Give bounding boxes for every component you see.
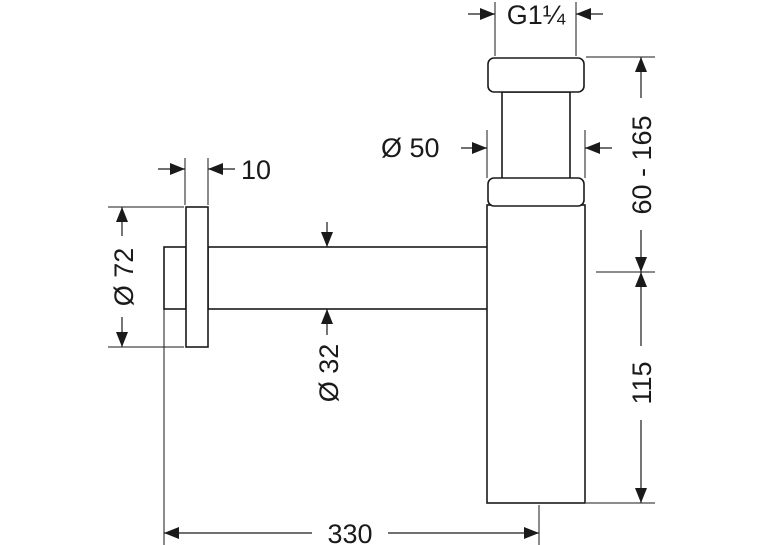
wall-flange bbox=[185, 206, 209, 348]
total-length-dimension: 330 bbox=[164, 519, 539, 545]
top-nut bbox=[487, 57, 585, 93]
lower-height-dimension: 115 bbox=[627, 272, 657, 503]
adjust-range-dimension: 60 - 165 bbox=[627, 57, 657, 272]
pipe-diameter-label: Ø 50 bbox=[381, 133, 440, 163]
adjust-range-label: 60 - 165 bbox=[627, 115, 657, 214]
wall-collar bbox=[163, 246, 187, 310]
flange-diameter-label: Ø 72 bbox=[109, 248, 139, 307]
extension-lines bbox=[108, 2, 655, 545]
vertical-body bbox=[486, 204, 586, 504]
lower-nut bbox=[487, 177, 585, 207]
siphon-body bbox=[163, 57, 586, 504]
flange-thickness-dimension: 10 bbox=[158, 155, 271, 185]
thread-dimension: G1¼ bbox=[468, 0, 603, 30]
total-length-label: 330 bbox=[327, 519, 372, 545]
thread-label: G1¼ bbox=[507, 0, 566, 30]
flange-thickness-label: 10 bbox=[241, 155, 271, 185]
arm-diameter-label: Ø 32 bbox=[314, 344, 344, 403]
flange-diameter-dimension: Ø 72 bbox=[109, 207, 139, 347]
pipe-diameter-dimension: Ø 50 bbox=[381, 133, 612, 163]
connector-pipe bbox=[501, 91, 571, 181]
lower-height-label: 115 bbox=[627, 361, 657, 404]
horizontal-arm bbox=[207, 246, 491, 310]
arm-diameter-dimension: Ø 32 bbox=[314, 222, 344, 402]
